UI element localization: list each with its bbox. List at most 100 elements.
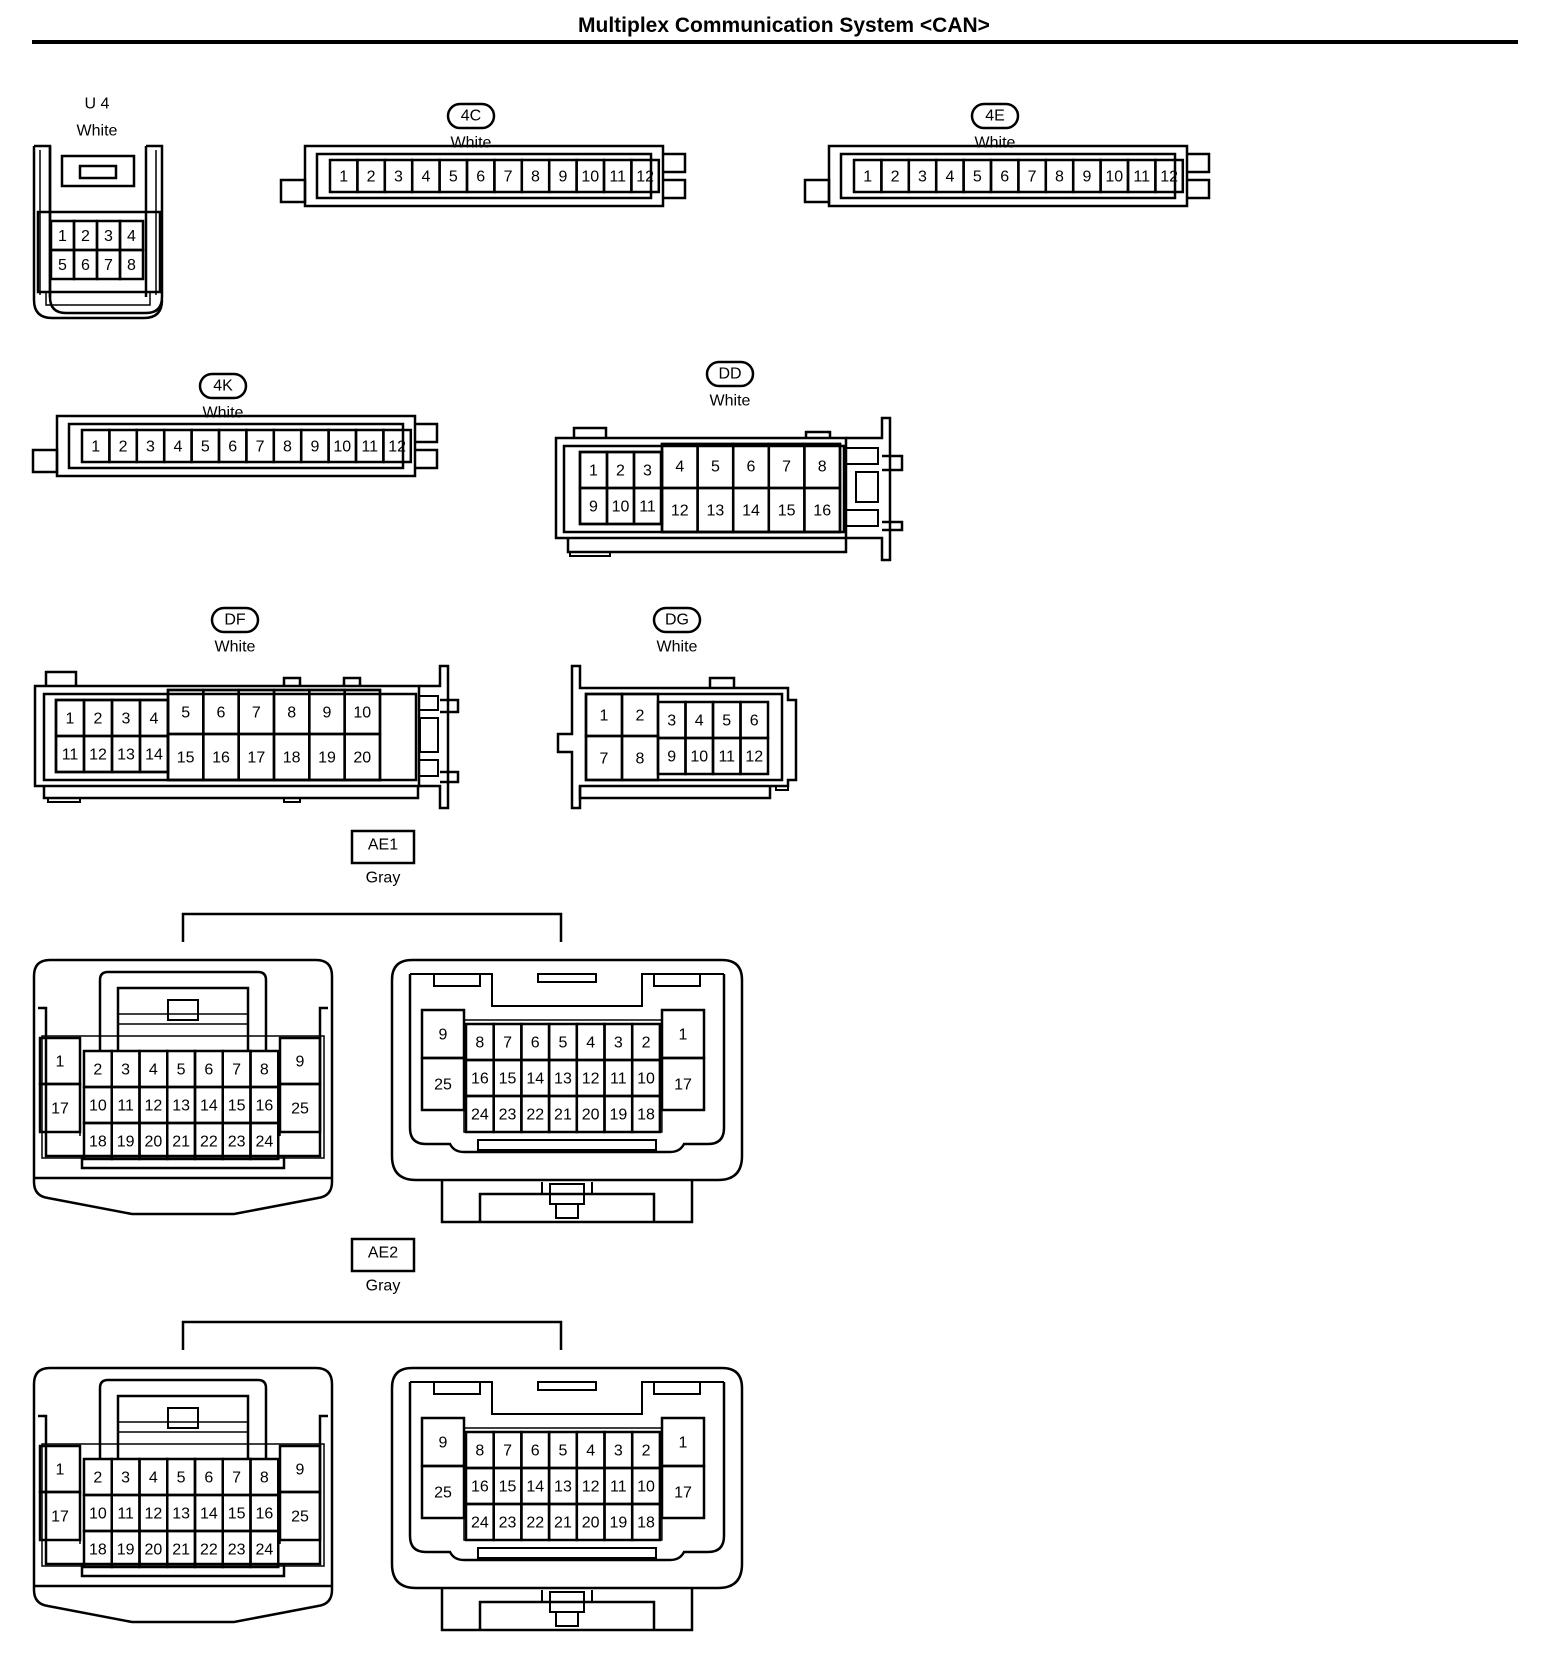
pin-ae2-17: 17 <box>51 1509 69 1526</box>
pin-4e-2: 2 <box>891 169 900 186</box>
pin-ae1-11: 11 <box>610 1071 627 1088</box>
pin-df-13: 13 <box>117 747 135 764</box>
pin-ae1-19: 19 <box>609 1107 627 1124</box>
pin-ae1-21: 21 <box>554 1107 572 1124</box>
pin-ae2-8: 8 <box>475 1443 484 1460</box>
pin-4c-1: 1 <box>339 169 348 186</box>
pin-ae2-10: 10 <box>637 1479 655 1496</box>
pin-ae2-3: 3 <box>121 1470 130 1487</box>
pin-ae2-16: 16 <box>255 1506 273 1523</box>
pin-dg-9: 9 <box>667 749 676 766</box>
pin-dd-6: 6 <box>747 459 756 476</box>
pin-4c-11: 11 <box>609 169 626 186</box>
pin-ae1-19: 19 <box>117 1134 135 1151</box>
pin-4k-4: 4 <box>173 439 182 456</box>
pin-dg-7: 7 <box>600 751 609 768</box>
pin-4k-9: 9 <box>310 439 319 456</box>
pin-dg-2: 2 <box>636 708 645 725</box>
pin-u4-7: 7 <box>104 257 113 274</box>
pin-ae1-25: 25 <box>291 1101 309 1118</box>
pin-df-15: 15 <box>177 750 195 767</box>
pin-4k-12: 12 <box>388 439 406 456</box>
pin-ae1-5: 5 <box>177 1062 186 1079</box>
pin-dd-3: 3 <box>643 463 652 480</box>
connector-color-u4: White <box>77 123 118 140</box>
pin-4k-3: 3 <box>146 439 155 456</box>
pin-ae2-14: 14 <box>200 1506 218 1523</box>
connector-code-u4: U 4 <box>85 96 110 113</box>
pin-df-9: 9 <box>323 705 332 722</box>
pin-ae2-22: 22 <box>200 1542 218 1559</box>
pin-ae2-15: 15 <box>499 1479 517 1496</box>
pin-dg-10: 10 <box>690 749 708 766</box>
title-rule <box>32 40 1518 44</box>
pin-ae1-10: 10 <box>89 1098 107 1115</box>
pin-dd-5: 5 <box>711 459 720 476</box>
pin-df-20: 20 <box>353 750 371 767</box>
pin-ae1-23: 23 <box>499 1107 517 1124</box>
pin-ae1-7: 7 <box>503 1035 512 1052</box>
connector-color-4k: White <box>203 405 244 422</box>
pin-ae2-4: 4 <box>586 1443 595 1460</box>
pin-4c-9: 9 <box>558 169 567 186</box>
pin-4e-8: 8 <box>1055 169 1064 186</box>
pin-4c-3: 3 <box>394 169 403 186</box>
pin-dg-1: 1 <box>600 708 609 725</box>
pin-dd-10: 10 <box>612 499 630 516</box>
pin-ae2-11: 11 <box>117 1506 134 1523</box>
pin-ae2-25: 25 <box>434 1485 452 1502</box>
pin-4e-5: 5 <box>973 169 982 186</box>
pin-u4-5: 5 <box>58 257 67 274</box>
pin-dd-9: 9 <box>589 499 598 516</box>
pin-4k-11: 11 <box>361 439 378 456</box>
pin-4e-1: 1 <box>863 169 872 186</box>
pin-df-11: 11 <box>62 747 79 764</box>
pin-ae2-16: 16 <box>471 1479 489 1496</box>
pin-ae1-20: 20 <box>582 1107 600 1124</box>
pin-df-12: 12 <box>89 747 107 764</box>
pin-4c-7: 7 <box>504 169 513 186</box>
connector-code-ae1: AE1 <box>368 837 398 854</box>
pin-ae2-9: 9 <box>439 1435 448 1452</box>
pin-df-19: 19 <box>318 750 336 767</box>
pin-dd-11: 11 <box>639 499 656 516</box>
pin-ae2-5: 5 <box>177 1470 186 1487</box>
pin-ae1-2: 2 <box>93 1062 102 1079</box>
pin-ae2-2: 2 <box>642 1443 651 1460</box>
pin-4k-6: 6 <box>228 439 237 456</box>
pin-ae2-4: 4 <box>149 1470 158 1487</box>
pin-ae1-24: 24 <box>255 1134 273 1151</box>
pin-ae1-12: 12 <box>582 1071 600 1088</box>
pin-ae2-8: 8 <box>260 1470 269 1487</box>
pin-4e-4: 4 <box>945 169 954 186</box>
pin-ae2-12: 12 <box>582 1479 600 1496</box>
pin-ae2-21: 21 <box>554 1515 572 1532</box>
pin-ae2-19: 19 <box>117 1542 135 1559</box>
pin-dd-12: 12 <box>671 503 689 520</box>
connector-color-ae1: Gray <box>366 870 401 887</box>
pin-ae1-15: 15 <box>228 1098 246 1115</box>
pin-ae2-9: 9 <box>296 1462 305 1479</box>
pin-df-2: 2 <box>94 711 103 728</box>
pin-ae2-21: 21 <box>172 1542 190 1559</box>
connector-color-dg: White <box>657 639 698 656</box>
pin-ae1-1: 1 <box>56 1054 65 1071</box>
connector-code-4e: 4E <box>985 108 1005 125</box>
connector-color-ae2: Gray <box>366 1278 401 1295</box>
pin-df-4: 4 <box>150 711 159 728</box>
pin-4e-3: 3 <box>918 169 927 186</box>
pin-ae1-14: 14 <box>526 1071 544 1088</box>
pin-ae2-13: 13 <box>172 1506 190 1523</box>
pin-dd-7: 7 <box>782 459 791 476</box>
pin-df-8: 8 <box>287 705 296 722</box>
pin-ae2-19: 19 <box>609 1515 627 1532</box>
pin-ae1-6: 6 <box>204 1062 213 1079</box>
pin-ae2-24: 24 <box>255 1542 273 1559</box>
pin-ae1-3: 3 <box>614 1035 623 1052</box>
